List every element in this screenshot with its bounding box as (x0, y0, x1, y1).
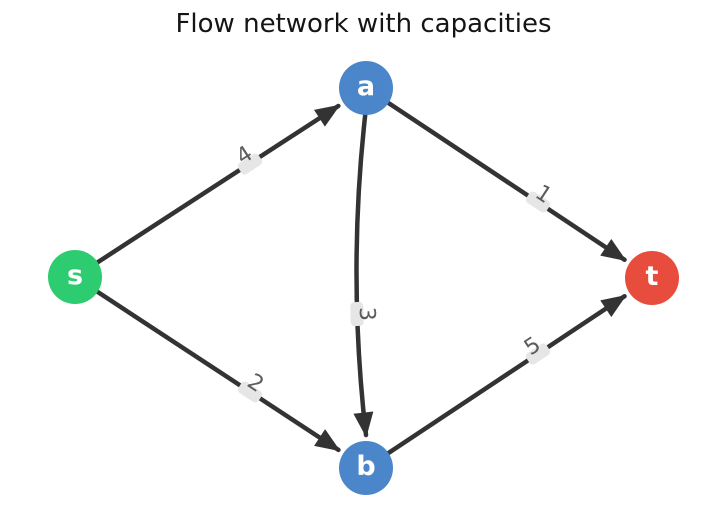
edge-s-b (89, 285, 341, 453)
node-label-a: a (356, 71, 376, 102)
node-s: s (48, 250, 102, 304)
node-label-t: t (645, 261, 659, 292)
node-label-s: s (66, 260, 84, 291)
node-b: b (339, 441, 393, 495)
edge-a-b (353, 105, 374, 438)
node-a: a (339, 61, 393, 115)
figure-title: Flow network with capacities (175, 9, 552, 39)
edge-label-a-b: 3 (353, 306, 380, 322)
edges-group (89, 96, 627, 460)
node-t: t (625, 251, 679, 305)
edge-a-t (380, 96, 627, 262)
node-label-b: b (356, 451, 376, 482)
edge-b-t (380, 294, 627, 460)
edge-s-a (89, 103, 341, 269)
